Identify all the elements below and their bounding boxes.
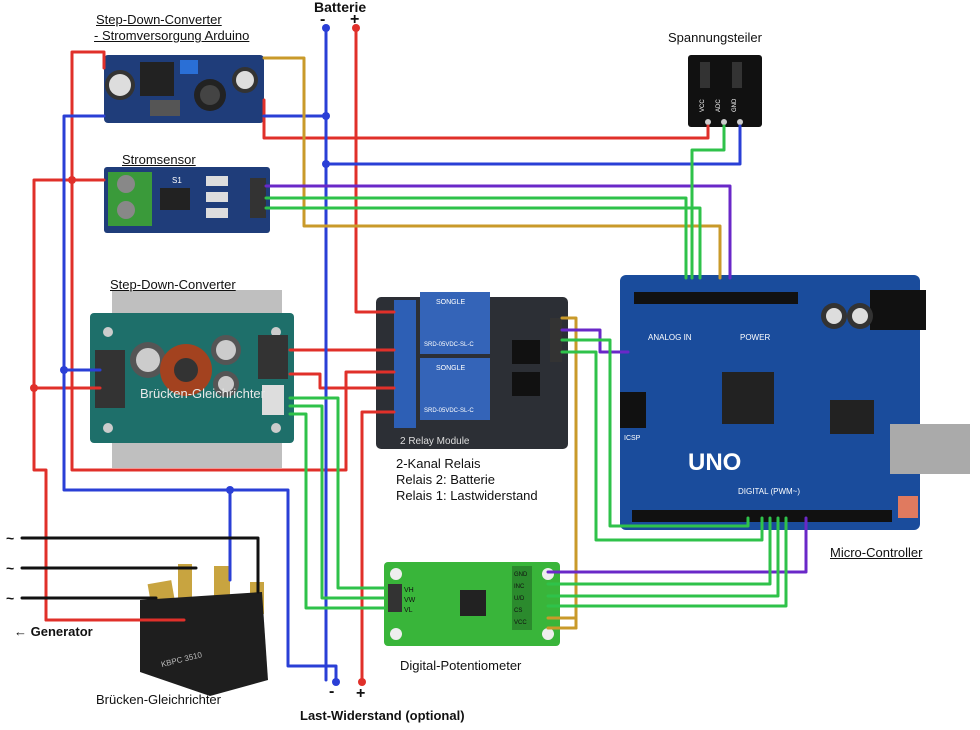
- load-resistor-label: Last-Widerstand (optional): [300, 708, 465, 723]
- wire-red-divider-plus: [262, 98, 710, 140]
- wire-green-pot-inc: [546, 516, 772, 586]
- buck-converter-arduino: [104, 55, 264, 123]
- digital-label: DIGITAL (PWM~): [738, 487, 800, 496]
- wire-gold-arduino-vin: [262, 56, 722, 280]
- wire-red-battery-plus: [354, 26, 396, 314]
- buck-main-inner-label: Brücken-Gleichrichter: [140, 386, 265, 401]
- divider-pin-vcc: VCC: [700, 99, 706, 112]
- bridge-rectifier: KBPC 3510: [140, 564, 268, 696]
- wire-green-relay-in2: [560, 350, 764, 542]
- wire-blue-divider-gnd: [324, 124, 742, 166]
- rectifier-label: Brücken-Gleichrichter: [96, 692, 221, 707]
- wire-green-sensor-vcc: [264, 206, 702, 280]
- wire-green-pot-vw: [288, 404, 386, 600]
- relay-module-board: SONGLE SONGLE SRD-05VDC-SL-C SRD-05VDC-S…: [376, 292, 568, 449]
- current-sensor-board: S1: [104, 167, 270, 233]
- voltage-divider-label: Spannungsteiler: [668, 30, 762, 45]
- wire-red-generator-rail: [32, 178, 106, 622]
- generator-tilde-1: ~: [6, 530, 15, 546]
- pot-pin-inc: INC: [514, 584, 525, 590]
- pot-pin-gnd: GND: [514, 572, 528, 578]
- wire-junctions: [30, 24, 366, 686]
- pot-pin-vcc: VCC: [514, 620, 527, 626]
- wire-black-generator-1: [20, 536, 260, 594]
- wire-green-divider-signal: [690, 124, 726, 280]
- load-minus-label: -: [329, 683, 335, 700]
- pot-pin-vh: VH: [404, 587, 414, 594]
- wire-green-sensor-out: [264, 196, 688, 280]
- relay-line2-label: Relais 2: Batterie: [396, 472, 495, 487]
- wire-blue-supply-gnd: [62, 114, 338, 682]
- divider-pin-gnd: GND: [732, 98, 738, 112]
- battery-label: Batterie: [314, 0, 367, 15]
- buck-top-subtitle: - Stromversorgung Arduino: [94, 28, 250, 43]
- wire-gold-pot-vcc: [546, 616, 578, 630]
- current-sensor-label: Stromsensor: [122, 152, 196, 167]
- relay-title-label: 2-Kanal Relais: [396, 456, 481, 471]
- uno-logo-text: UNO: [688, 449, 741, 476]
- buck-main-label: Step-Down-Converter: [110, 277, 236, 292]
- wire-green-pot-ud: [546, 516, 780, 598]
- relay-module-print: 2 Relay Module: [400, 436, 470, 447]
- generator-label: ← Generator: [14, 624, 93, 639]
- analog-in-label: ANALOG IN: [648, 333, 692, 342]
- digital-potentiometer-board: [384, 562, 560, 646]
- battery-minus-label: -: [320, 11, 326, 28]
- relay-brand-top: SONGLE: [436, 299, 466, 306]
- generator-tilde-2: ~: [6, 560, 15, 576]
- icsp-label: ICSP: [624, 435, 641, 442]
- relay-model-top: SRD-05VDC-SL-C: [424, 342, 474, 348]
- buck-converter-main: [90, 290, 294, 468]
- wire-green-pot-vh: [288, 396, 386, 590]
- wire-green-pot-vl: [288, 412, 386, 610]
- load-plus-label: +: [356, 685, 366, 702]
- battery-plus-label: +: [350, 11, 360, 28]
- wire-red-converter-out: [70, 178, 396, 472]
- buck-top-title: Step-Down-Converter: [96, 12, 222, 27]
- wire-red-relay-loop: [288, 372, 396, 390]
- digital-potentiometer-label: Digital-Potentiometer: [400, 658, 522, 673]
- pot-pin-vw: VW: [404, 597, 416, 604]
- pot-pin-cs: CS: [514, 608, 522, 614]
- wire-red-load-plus: [360, 410, 396, 684]
- divider-pin-adc: ADC: [716, 99, 722, 112]
- micro-controller-label: Micro-Controller: [830, 545, 923, 560]
- voltage-divider-board: [688, 55, 762, 127]
- pot-pin-u-d: U/D: [514, 596, 525, 602]
- wire-purple-sensor-gnd: [264, 184, 732, 280]
- power-label: POWER: [740, 333, 770, 342]
- wire-green-pot-cs: [546, 516, 788, 608]
- wire-green-relay-in1: [560, 338, 750, 528]
- sensor-chip-label: S1: [172, 176, 182, 185]
- pot-pin-vl: VL: [404, 607, 413, 614]
- wire-gold-relay-vcc: [546, 316, 578, 630]
- relay-line3-label: Relais 1: Lastwiderstand: [396, 488, 538, 503]
- relay-brand-bottom: SONGLE: [436, 365, 466, 372]
- wire-purple-pot-gnd: [546, 516, 808, 574]
- generator-tilde-3: ~: [6, 590, 15, 606]
- relay-model-bottom: SRD-05VDC-SL-C: [424, 408, 474, 414]
- arduino-uno-board: UNO ANALOG IN POWER DIGITAL (PWM~) ICSP: [620, 275, 970, 530]
